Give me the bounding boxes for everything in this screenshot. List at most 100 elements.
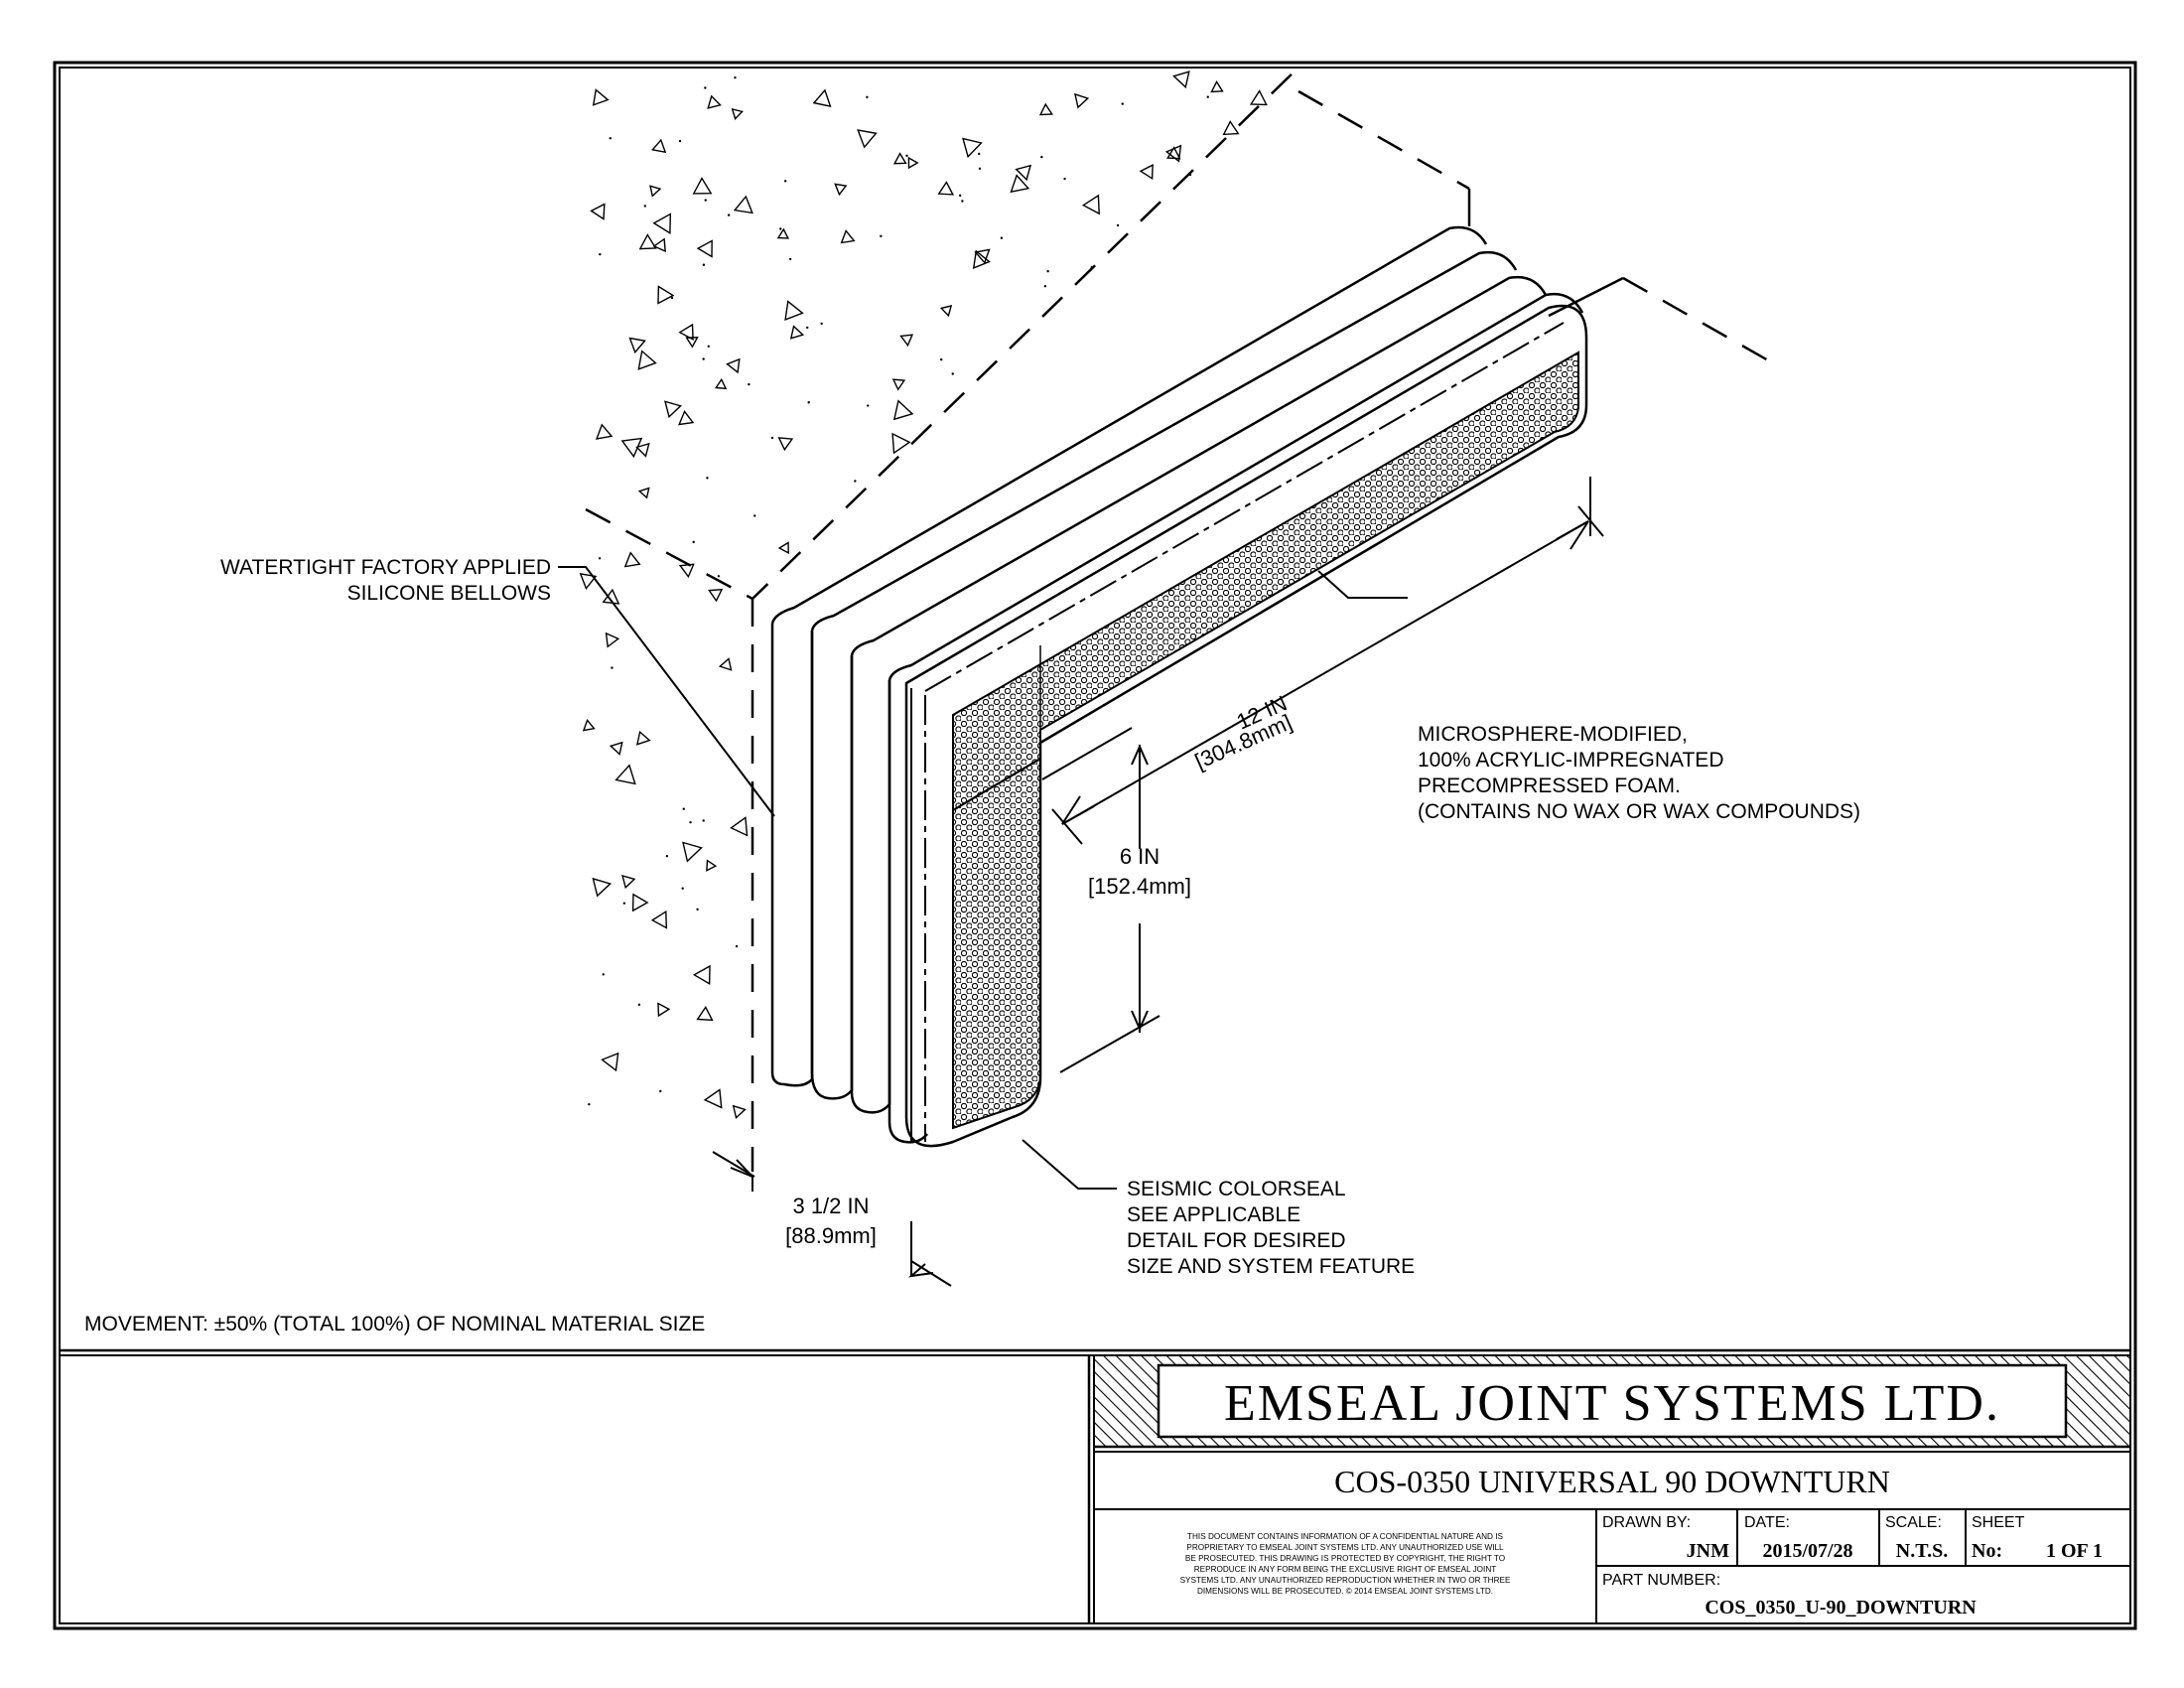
sheet-no-label: No: (1972, 1540, 2002, 1562)
aggregate-triangle (685, 337, 699, 349)
aggregate-dot (1046, 270, 1049, 273)
aggregate-triangle (714, 377, 728, 390)
bellows-label-line2: SILICONE BELLOWS (347, 582, 551, 605)
aggregate-triangle (579, 573, 598, 591)
aggregate-dot (734, 75, 737, 79)
aggregate-triangle (631, 893, 649, 913)
aggregate-triangle (1222, 120, 1240, 136)
aggregate-dot (867, 404, 870, 407)
seismic-label-line2: SEE APPLICABLE (1127, 1203, 1300, 1226)
aggregate-triangle (789, 325, 805, 340)
aggregate-dot (1090, 265, 1094, 269)
seismic-label-line1: SEISMIC COLORSEAL (1127, 1178, 1346, 1200)
aggregate-triangle (1038, 102, 1053, 116)
company-box (1157, 1363, 2068, 1439)
bellows-bulb-2 (810, 250, 1518, 1100)
aggregate-triangle (962, 137, 983, 159)
aggregate-dot (706, 477, 709, 480)
aggregate-triangle (614, 764, 636, 785)
aggregate-dot (1000, 236, 1004, 239)
aggregate-triangle (601, 1052, 619, 1072)
aggregate-dot (599, 252, 602, 256)
aggregate-dot (678, 139, 682, 143)
aggregate-dot (611, 666, 614, 669)
aggregate-triangle (609, 741, 623, 756)
aggregate-dot (727, 213, 731, 216)
aggregate-triangle (678, 323, 694, 342)
aggregate-triangle (635, 730, 651, 746)
aggregate-dot (681, 887, 684, 890)
aggregate-triangle (732, 1104, 747, 1119)
seismic-label-line3: DETAIL FOR DESIRED (1127, 1229, 1346, 1252)
dim-width-mm: [88.9mm] (785, 1223, 877, 1248)
aggregate-dot (717, 575, 721, 578)
aggregate-triangle (1166, 146, 1181, 160)
aggregate-triangle (708, 588, 724, 603)
aggregate-dot (702, 357, 705, 360)
aggregate-triangle (1010, 174, 1030, 194)
aggregate-dot (735, 944, 739, 948)
part-number-label: PART NUMBER: (1602, 1572, 1720, 1589)
aggregate-triangle (777, 437, 794, 452)
aggregate-dot (1206, 95, 1209, 98)
dim-width-in: 3 1/2 IN (792, 1194, 869, 1218)
aggregate-triangle (726, 357, 741, 374)
aggregate-dot (692, 540, 695, 544)
foam-label-line1: MICROSPHERE-MODIFIED, (1418, 723, 1688, 746)
aggregate-triangle (649, 185, 662, 198)
aggregate-dot (689, 820, 692, 824)
dimension-lines (712, 477, 1604, 1287)
seismic-leader (1022, 1139, 1117, 1190)
drawn-by-value: JNM (1687, 1540, 1729, 1562)
drawn-by-label: DRAWN BY: (1602, 1514, 1691, 1531)
seismic-label-line4: SIZE AND SYSTEM FEATURE (1127, 1255, 1415, 1278)
aggregate-triangle (582, 718, 596, 732)
aggregate-dot (1043, 284, 1047, 288)
aggregate-dot (748, 382, 751, 386)
foam-label-line2: 100% ACRYLIC-IMPREGNATED (1418, 749, 1723, 772)
aggregate-triangle (650, 910, 668, 929)
dim-height-mm: [152.4mm] (1088, 874, 1191, 899)
aggregate-triangle (706, 859, 718, 872)
aggregate-triangle (891, 378, 906, 391)
aggregate-dot (783, 180, 787, 183)
aggregate-dot (880, 234, 883, 238)
aggregate-triangle (652, 212, 672, 235)
aggregate-triangle (621, 874, 636, 890)
foam-leader (1317, 570, 1408, 599)
aggregate-triangle (1139, 164, 1154, 181)
bellows-leader (558, 566, 775, 817)
aggregate-dot (704, 86, 707, 89)
date-value: 2015/07/28 (1762, 1540, 1852, 1562)
aggregate-dot (820, 322, 823, 326)
notice-line-6: DIMENSIONS WILL BE PROSECUTED. © 2014 EM… (1197, 1587, 1493, 1596)
aggregate-dot (609, 137, 612, 140)
foam-label-line4: (CONTAINS NO WAX OR WAX COMPOUNDS) (1418, 800, 1860, 823)
aggregate-dot (1121, 102, 1124, 105)
bellows-bulb-4 (887, 292, 1584, 1144)
aggregate-triangle (891, 432, 911, 455)
aggregate-dot (961, 200, 964, 203)
aggregate-dot (770, 436, 774, 440)
notice-line-5: SYSTEMS LTD. ANY UNAUTHORIZED REPRODUCTI… (1180, 1576, 1511, 1585)
date-label: DATE: (1744, 1514, 1790, 1531)
aggregate-dot (682, 807, 685, 810)
notice-line-3: BE PROSECUTED. THIS DRAWING IS PROTECTED… (1185, 1554, 1505, 1563)
membrane-dashed (924, 322, 1565, 692)
aggregate-triangle (1172, 70, 1190, 89)
aggregate-dot (866, 95, 869, 99)
aggregate-triangle (590, 203, 606, 220)
aggregate-triangle (777, 541, 789, 555)
aggregate-triangle (730, 816, 749, 837)
outer-border (53, 61, 2137, 1630)
drawing-title: COS-0350 UNIVERSAL 90 DOWNTURN (1334, 1464, 1890, 1499)
aggregate-dot (598, 557, 602, 560)
scale-value: N.T.S. (1896, 1540, 1948, 1562)
aggregate-triangle (1081, 194, 1100, 215)
aggregate-dot (670, 296, 674, 300)
aggregate-triangle (892, 399, 914, 421)
aggregate-triangle (972, 249, 991, 270)
aggregate-dot (807, 401, 810, 404)
aggregate-triangle (892, 152, 907, 165)
aggregate-triangle (1164, 144, 1182, 163)
